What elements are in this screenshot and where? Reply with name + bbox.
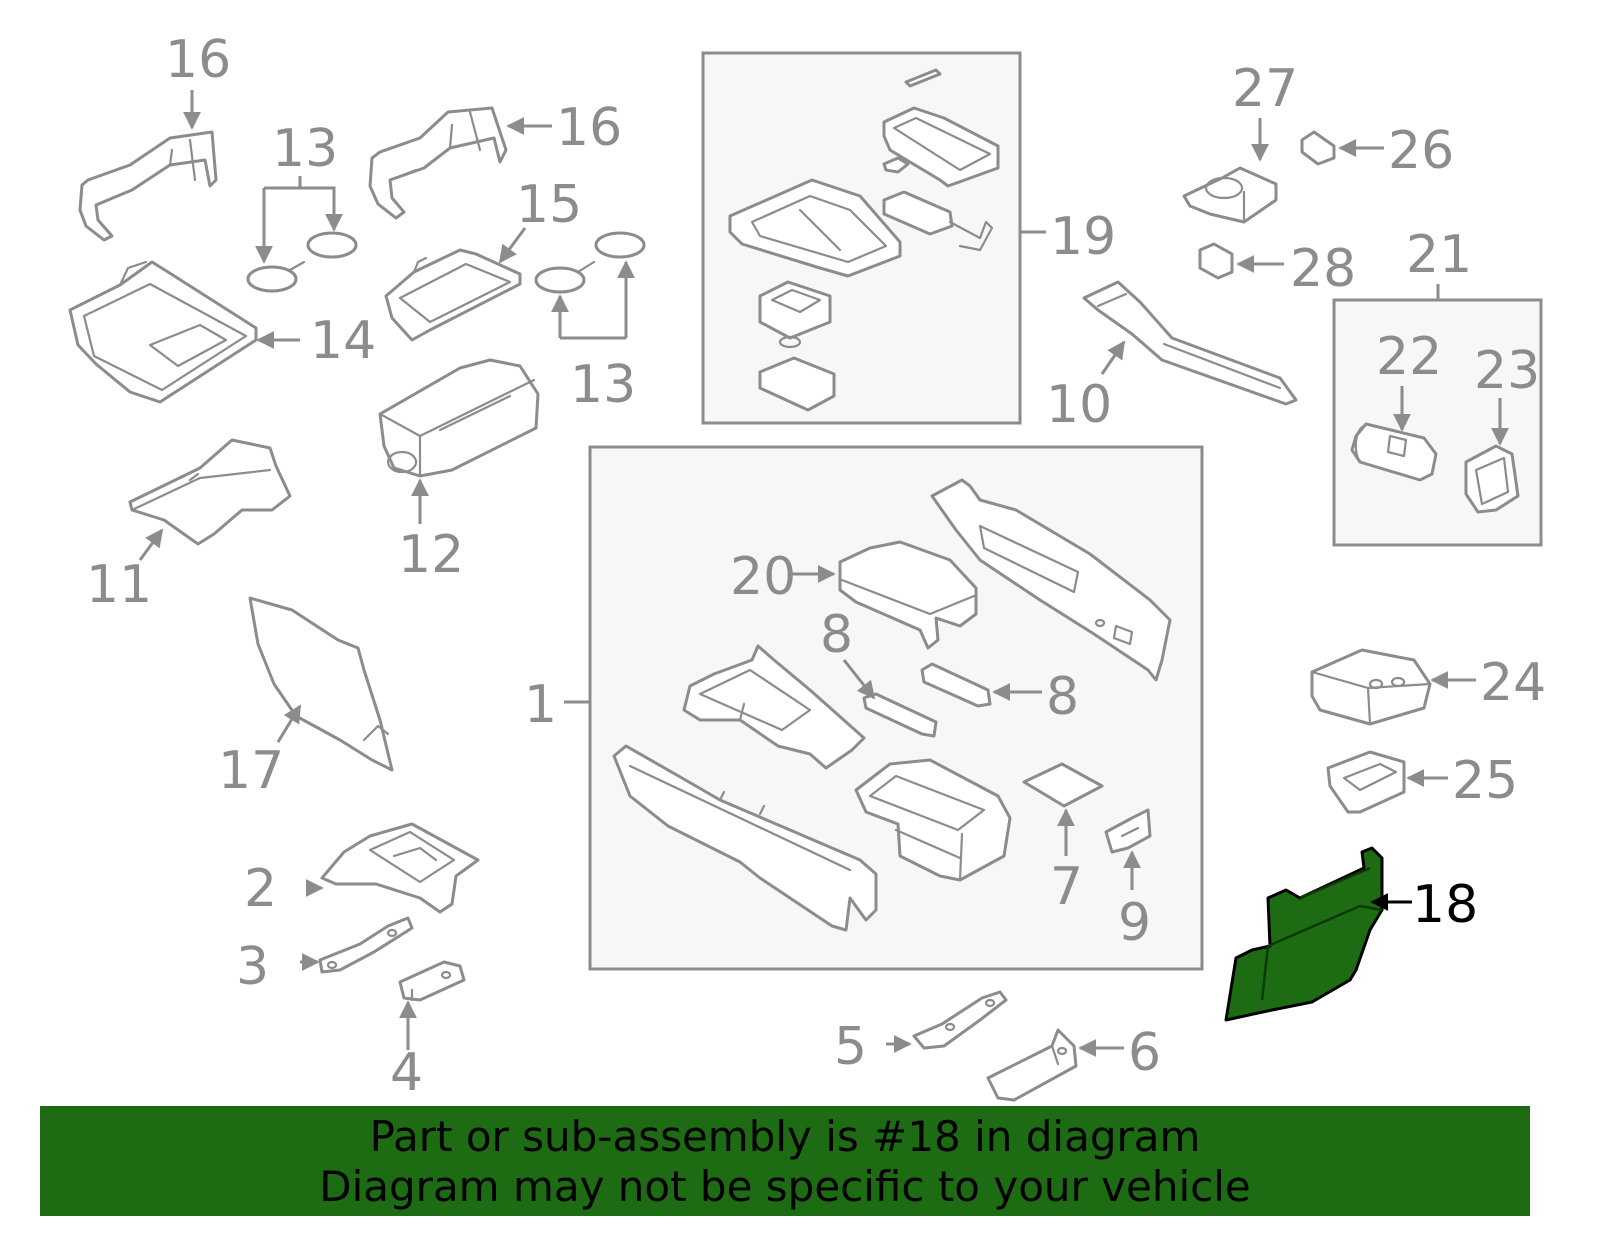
callout-3: 3 (236, 937, 269, 997)
callout-9: 9 (1118, 893, 1151, 953)
callout-13-left: 13 (272, 119, 338, 179)
part-2: 2 (244, 822, 480, 919)
part-28: 28 (1198, 239, 1356, 299)
part-25: 25 (1326, 750, 1518, 814)
part-10: 10 (1046, 280, 1298, 435)
part-16-mid: 16 (368, 98, 622, 220)
callout-2: 2 (244, 859, 277, 919)
callout-22: 22 (1376, 327, 1442, 387)
part-1-assembly: 1 20 8 8 7 9 (524, 478, 1172, 953)
callout-21: 21 (1406, 225, 1472, 285)
callout-18: 18 (1412, 875, 1478, 935)
part-15: 15 (384, 175, 582, 342)
part-4: 4 (390, 960, 466, 1103)
part-18-highlighted: 18 (1224, 846, 1478, 1022)
callout-8-left: 8 (820, 605, 853, 665)
callout-20: 20 (730, 547, 796, 607)
part-16-left: 16 (78, 30, 231, 242)
part-13-right: 13 (534, 231, 646, 415)
info-banner: Part or sub-assembly is #18 in diagram D… (40, 1106, 1530, 1216)
callout-8-right: 8 (1046, 667, 1079, 727)
part-5: 5 (834, 990, 1008, 1077)
callout-25: 25 (1452, 751, 1518, 811)
part-13-left: 13 (246, 119, 358, 293)
callout-1: 1 (524, 675, 557, 735)
callout-27: 27 (1232, 59, 1298, 119)
banner-line-1: Part or sub-assembly is #18 in diagram (369, 1112, 1201, 1161)
callout-28: 28 (1290, 239, 1356, 299)
callout-13-right: 13 (570, 355, 636, 415)
part-14: 14 (68, 260, 376, 404)
callout-24: 24 (1480, 653, 1546, 713)
part-19-assembly: 19 (728, 68, 1116, 412)
callout-5: 5 (834, 1017, 867, 1077)
callout-4: 4 (390, 1043, 423, 1103)
callout-12: 12 (398, 525, 464, 585)
callout-14: 14 (310, 311, 376, 371)
callout-17: 17 (218, 741, 284, 801)
part-26: 26 (1300, 121, 1454, 181)
part-21-assembly: 21 22 23 (1350, 225, 1540, 514)
callout-15: 15 (516, 175, 582, 235)
part-6: 6 (986, 1023, 1161, 1102)
part-11: 11 (86, 438, 292, 615)
callout-11: 11 (86, 555, 152, 615)
part-3: 3 (236, 916, 414, 997)
banner-line-2: Diagram may not be specific to your vehi… (319, 1162, 1251, 1211)
callout-6: 6 (1128, 1023, 1161, 1083)
part-27: 27 (1182, 59, 1298, 224)
callout-16-left: 16 (165, 30, 231, 90)
callout-10: 10 (1046, 375, 1112, 435)
callout-23: 23 (1474, 341, 1540, 401)
callout-16-mid: 16 (556, 98, 622, 158)
callout-7: 7 (1050, 857, 1083, 917)
part-24: 24 (1310, 648, 1546, 726)
callout-19: 19 (1050, 207, 1116, 267)
part-12: 12 (378, 358, 540, 585)
callout-26: 26 (1388, 121, 1454, 181)
part-17: 17 (218, 596, 394, 801)
